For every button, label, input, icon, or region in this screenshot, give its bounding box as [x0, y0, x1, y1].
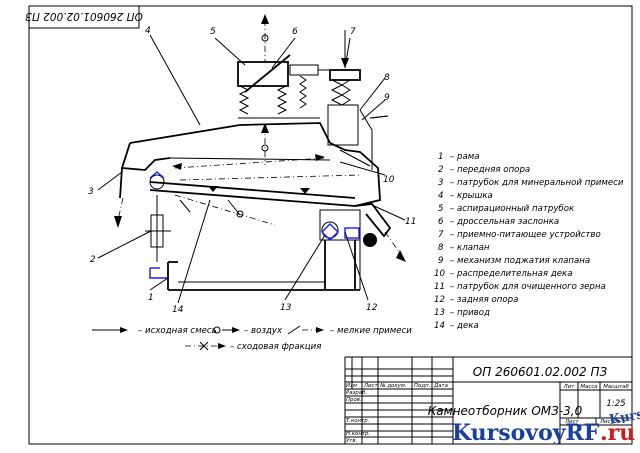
stamp-row-date: Дата [433, 383, 448, 389]
legend-text-13: – привод [450, 308, 490, 318]
stamp-row-sheet: Лист [363, 383, 379, 389]
callout-6: 6 [292, 27, 298, 37]
legend-num-10: 10 [434, 269, 445, 279]
legend-num-13: 13 [434, 308, 445, 318]
callout-3: 3 [88, 187, 94, 197]
legend-text-3: – патрубок для минеральной примеси [450, 178, 624, 188]
code-mirrored: ОП 260601.02.002 ПЗ [25, 10, 143, 22]
sheet-frame [28, 5, 633, 445]
legend-text-1: – рама [450, 152, 480, 162]
legend-text-5: – аспирационный патрубок [450, 204, 575, 214]
callout-7: 7 [350, 27, 356, 37]
legend-num-9: 9 [438, 256, 443, 266]
legend-num-6: 6 [438, 217, 444, 227]
legend-num-5: 5 [438, 204, 443, 214]
legend-num-2: 2 [438, 165, 443, 175]
legend-text-12: – задняя опора [450, 295, 518, 305]
callout-12: 12 [366, 303, 378, 313]
legend-text-9: – механизм поджатия клапана [450, 256, 590, 266]
stamp-col-lit: Лит [563, 384, 576, 390]
stamp-col-mass: Масса [580, 384, 597, 390]
callout-11: 11 [405, 217, 416, 227]
callout-14: 14 [172, 305, 184, 315]
legend-num-3: 3 [438, 178, 443, 188]
legend-num-1: 1 [438, 152, 443, 162]
legend-num-12: 12 [434, 295, 445, 305]
callout-9: 9 [384, 93, 390, 103]
callout-13: 13 [280, 303, 292, 313]
legend-text-10: – распределительная дека [450, 269, 572, 279]
code-box [28, 5, 140, 29]
machine-drawing [97, 14, 406, 304]
callout-1: 1 [148, 293, 154, 303]
legend-text-8: – клапан [450, 243, 490, 253]
callout-10: 10 [383, 175, 395, 185]
legend-num-8: 8 [438, 243, 444, 253]
stamp-row-doc: № докум. [379, 383, 407, 389]
callout-2: 2 [90, 255, 96, 265]
flow-legend-source: – исходная смесь [138, 326, 217, 336]
watermark-tld: .ru [600, 420, 635, 446]
flow-legend-air: – воздух [244, 326, 283, 336]
stamp-role-ncontrol: Н.контр. [346, 431, 370, 437]
legend-num-7: 7 [438, 230, 444, 240]
stamp-col-scale: Масштаб [603, 384, 629, 390]
stamp-role-check: Пров. [346, 397, 362, 403]
stamp-sheet: Лист [564, 419, 580, 425]
legend-list: 1 – рама 2 – передняя опора 3 – патрубок… [434, 152, 624, 331]
legend-text-7: – приемно-питающее устройство [450, 230, 601, 240]
legend-num-14: 14 [434, 321, 445, 331]
stamp-title: Камнеотборник ОМЗ-3,0 [428, 404, 583, 418]
stamp-code: ОП 260601.02.002 ПЗ [473, 365, 608, 379]
stamp-role-tcontrol: Т.контр. [346, 418, 369, 424]
callout-5: 5 [210, 27, 216, 37]
flow-legend: – исходная смесь – воздух – мелкие приме… [92, 325, 412, 352]
flow-legend-light: – мелкие примеси [330, 326, 412, 336]
stamp-row-sign: Подп. [414, 383, 430, 389]
legend-text-11: – патрубок для очищенного зерна [450, 282, 606, 292]
legend-text-6: – дроссельная заслонка [450, 217, 559, 227]
title-block: ОП 260601.02.002 ПЗ Камнеотборник ОМЗ-3,… [344, 356, 633, 445]
stamp-role-dev: Разраб. [346, 390, 367, 396]
callout-8: 8 [384, 73, 390, 83]
stamp-row-change: Изм [346, 383, 357, 389]
legend-text-14: – дека [450, 321, 479, 331]
legend-text-2: – передняя опора [450, 165, 530, 175]
watermark: KursovoyRF .ru Kursovoy [452, 401, 640, 446]
legend-text-4: – крышка [450, 191, 493, 201]
legend-num-11: 11 [434, 282, 445, 292]
stamp-sheets: Листов [599, 419, 620, 425]
stamp-role-approve: Утв. [346, 438, 357, 444]
watermark-brand: KursovoyRF [452, 420, 600, 446]
flow-legend-output: – сходовая фракция [230, 342, 321, 352]
legend-num-4: 4 [438, 191, 443, 201]
callout-4: 4 [145, 26, 151, 36]
callout-numbers: 1 2 3 4 5 6 7 8 9 10 11 12 13 14 [88, 26, 416, 315]
stamp-sheets-value: 1 [622, 419, 625, 425]
stamp-scale: 1:25 [606, 399, 625, 409]
